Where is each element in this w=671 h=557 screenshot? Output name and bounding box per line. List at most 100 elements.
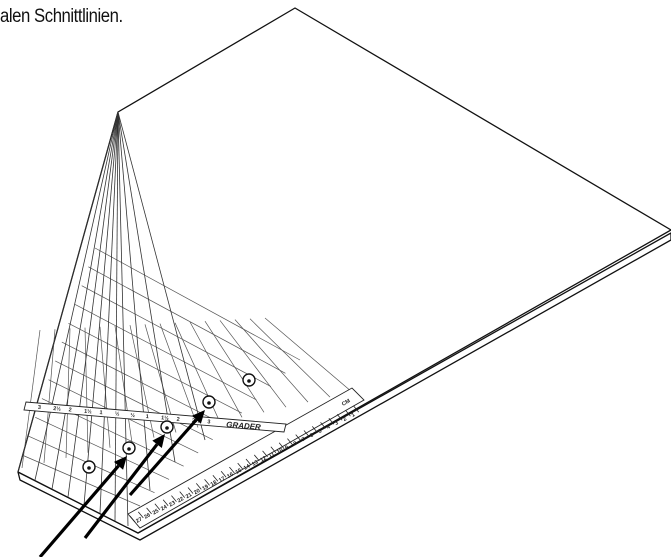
ruler-number: 22: [177, 496, 185, 504]
ruler-tick: [146, 507, 152, 515]
ruler-tick: [328, 418, 335, 425]
scale-mark: ½: [130, 412, 136, 419]
ruler-number: 11: [268, 451, 276, 459]
scale-mark: 1½: [161, 414, 170, 422]
ruler-tick: [295, 434, 302, 441]
pin-2: [202, 395, 216, 409]
grid-line: [204, 321, 265, 413]
ruler-tick: [345, 409, 351, 417]
ruler-tick: [245, 458, 252, 466]
pin-dot: [247, 379, 251, 383]
pins: [82, 373, 256, 474]
grid-line: [114, 325, 133, 443]
scale-mark: 3: [38, 405, 42, 411]
pin-dot: [207, 401, 211, 405]
ruler-tick: [212, 475, 219, 482]
grid-line: [219, 320, 287, 408]
arrow-head: [191, 410, 205, 424]
ruler-tick: [179, 491, 186, 498]
arrow-3: [128, 410, 205, 497]
ruler-number: 16: [226, 472, 234, 480]
radial-line: [17, 111, 119, 473]
ruler-tick: [195, 483, 202, 490]
scale-mark: 2: [176, 417, 180, 423]
ruler-number: 9: [284, 445, 290, 452]
ruler-number: 4: [326, 424, 332, 431]
ruler-tick: [154, 503, 161, 511]
grid-line: [99, 326, 111, 448]
board: [17, 7, 671, 541]
grid-line: [55, 360, 213, 440]
grid-line: [84, 327, 89, 453]
grid-line: [189, 321, 243, 418]
ruler-tick: [253, 454, 260, 462]
grid-line: [74, 304, 257, 401]
ruler-tick: [270, 446, 277, 454]
arrows: [38, 410, 205, 557]
ruler-tick: [129, 515, 136, 523]
ruler-tick: [204, 479, 210, 486]
radial-line: [67, 111, 119, 498]
arrow-head: [152, 434, 165, 448]
radial-line: [117, 111, 176, 463]
ruler-number: 21: [185, 492, 193, 500]
ruler-tick: [311, 426, 318, 433]
ruler-number: 3: [334, 420, 340, 427]
ruler-number: 27: [135, 516, 143, 524]
grid-line: [88, 266, 286, 374]
board-surface: [17, 7, 671, 534]
ruler-unit-label: CM: [341, 398, 352, 408]
radial-line: [99, 111, 119, 514]
ruler-tick: [303, 430, 310, 437]
ruler-number: 25: [152, 508, 160, 516]
grid-line: [43, 329, 56, 463]
scale-mark: 1: [99, 410, 103, 416]
ruler-number: 8: [293, 441, 299, 448]
ruler-tick: [229, 466, 235, 474]
ruler-number: 24: [160, 504, 169, 513]
ruler-tick: [162, 499, 169, 506]
arrow-shaft: [83, 443, 159, 539]
pin-dot: [165, 426, 169, 430]
ruler-tick: [137, 511, 144, 519]
scale-mark: ½: [115, 410, 121, 417]
ruler-tick: [262, 450, 268, 458]
radial-line: [117, 111, 206, 441]
ruler-number: 19: [201, 484, 209, 492]
radial-cut-lines: [17, 111, 206, 527]
ruler-number: 14: [243, 463, 252, 472]
ruler-tick: [320, 422, 326, 429]
ruler-tick: [353, 405, 360, 413]
ruler-tick: [278, 442, 285, 449]
ruler-number: 2: [342, 416, 348, 423]
ruler-number: 18: [210, 480, 218, 488]
ruler-number: 5: [317, 428, 323, 435]
grid-line: [159, 323, 199, 428]
arrow-2: [83, 434, 165, 539]
ruler-number: 10: [276, 447, 284, 455]
ruler-ticks: [129, 405, 360, 523]
arrow-1: [38, 456, 127, 557]
arrow-head: [113, 456, 127, 470]
ruler-number: 20: [193, 488, 201, 496]
ruler-number: 17: [218, 476, 226, 484]
ruler-number: 7: [301, 437, 307, 444]
ruler-number: 12: [259, 455, 267, 463]
scale-mark: 2: [68, 407, 72, 413]
grid-line: [234, 319, 309, 403]
grid-line: [35, 417, 170, 480]
pin-dot: [87, 466, 91, 470]
caption-text: alen Schnittlinien.: [0, 6, 123, 27]
grid-line: [249, 318, 331, 398]
scale-mark: 1: [145, 414, 149, 420]
ruler-tick: [171, 495, 177, 502]
radial-line: [83, 111, 119, 506]
radial-line: [117, 111, 151, 491]
arrow-shaft: [38, 464, 120, 557]
pin-dot: [127, 447, 131, 451]
scale-mark: 1½: [84, 408, 93, 416]
ruler-number: 13: [251, 459, 259, 467]
grid-line: [81, 285, 272, 387]
